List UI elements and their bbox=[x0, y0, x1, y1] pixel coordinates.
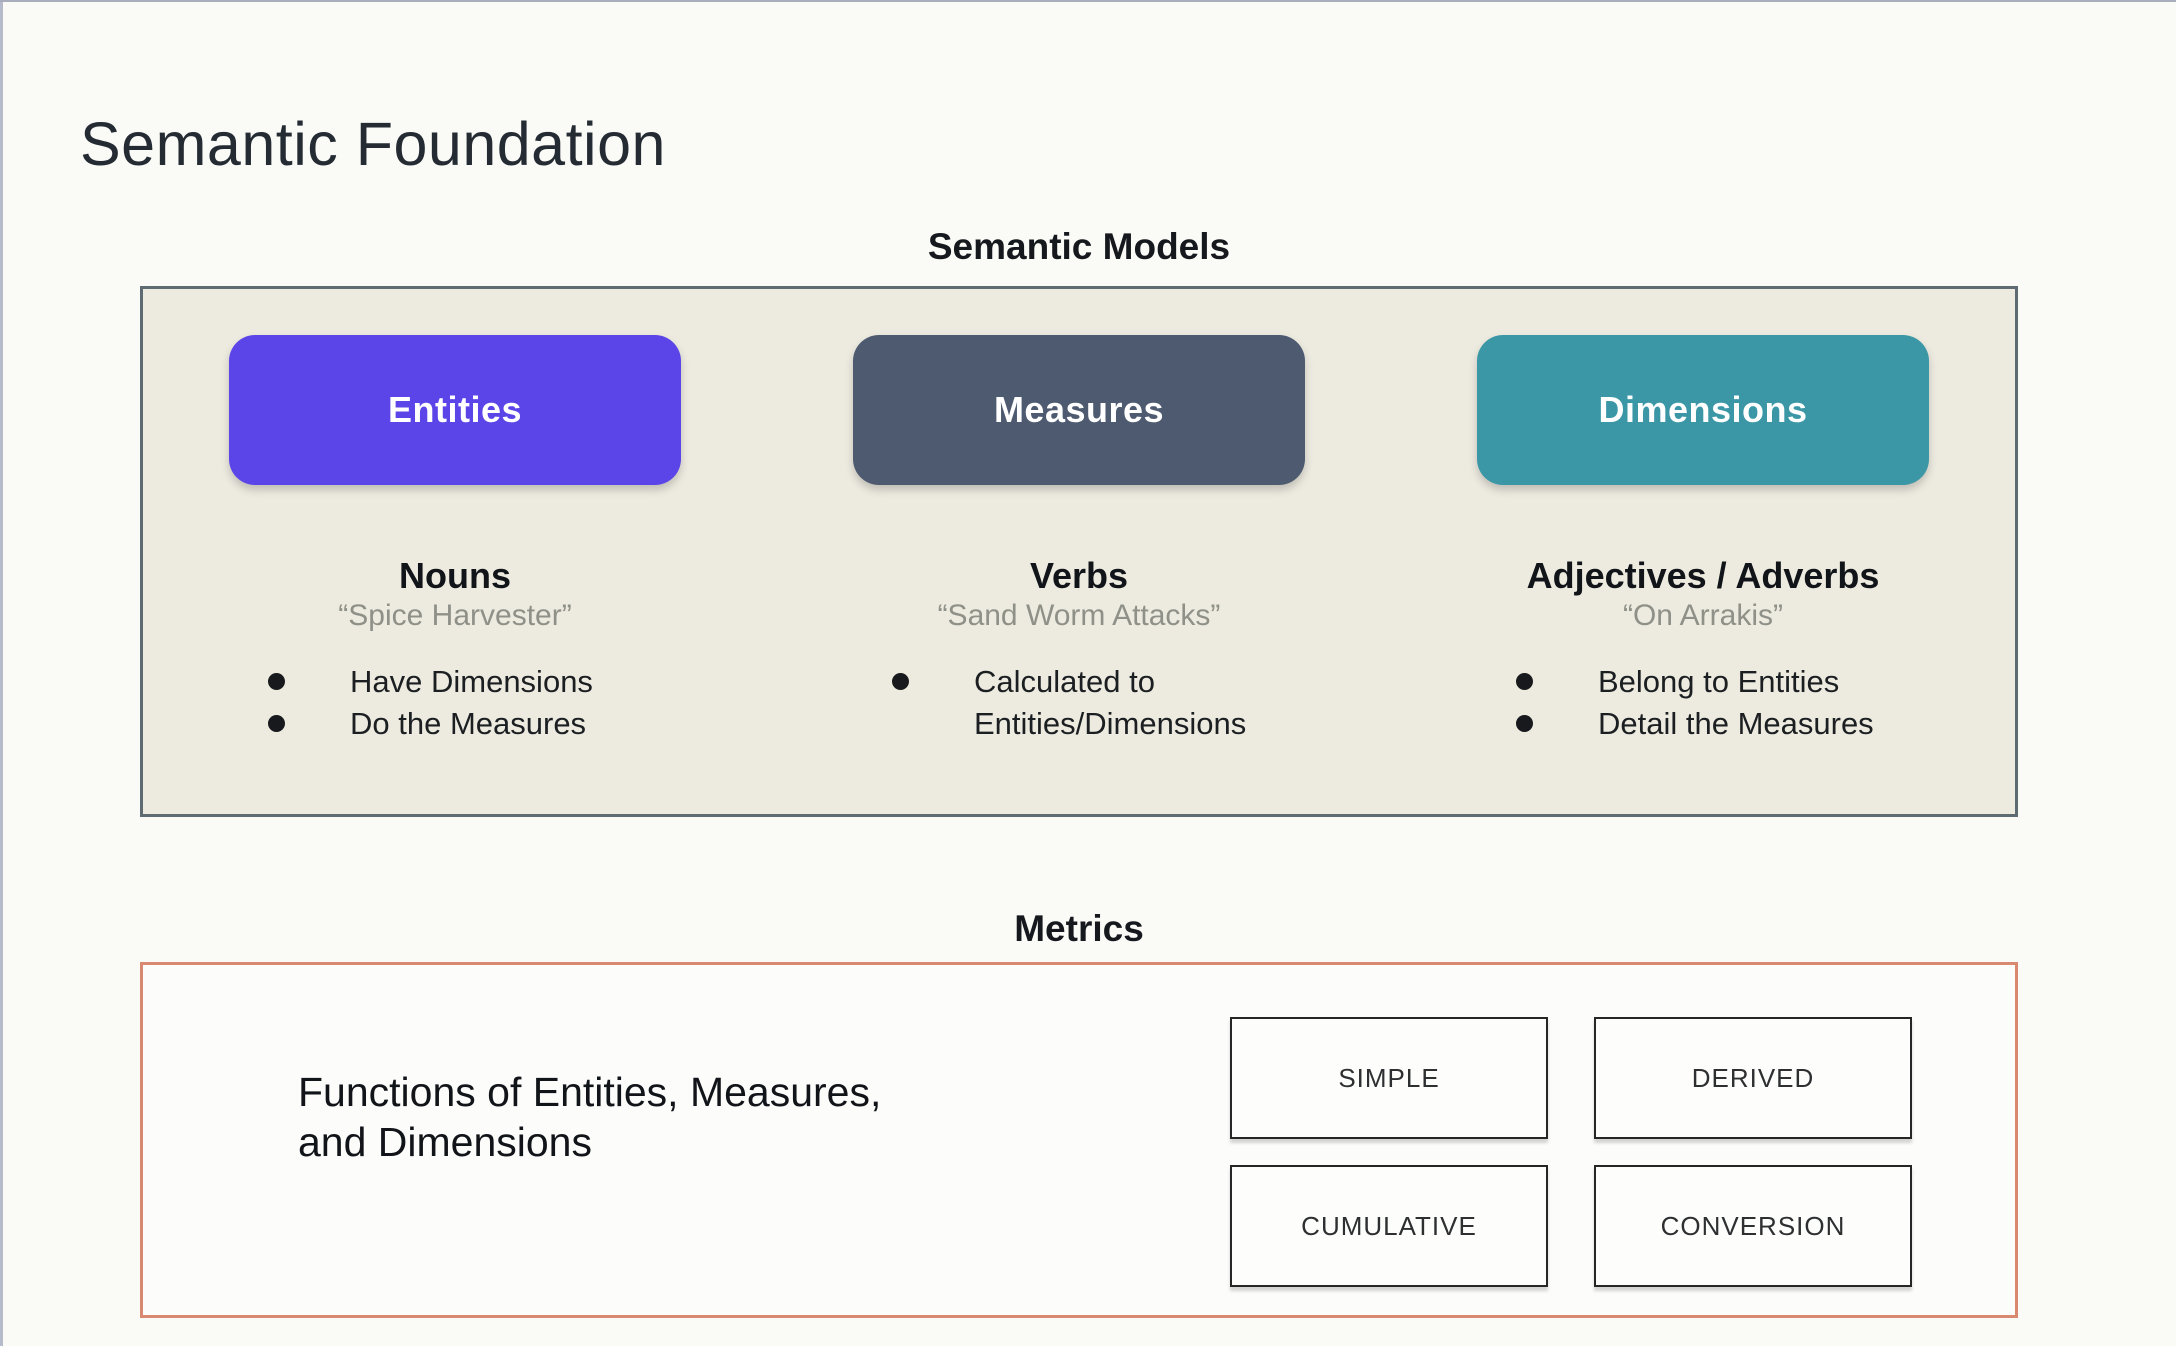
bullet-icon bbox=[892, 673, 909, 690]
dimensions-role-heading: Adjectives / Adverbs bbox=[1526, 555, 1880, 596]
metric-type-cumulative: CUMULATIVE bbox=[1230, 1165, 1548, 1287]
metrics-heading: Metrics bbox=[1014, 908, 1144, 949]
metric-type-simple: SIMPLE bbox=[1230, 1017, 1548, 1139]
semantic-models-heading: Semantic Models bbox=[927, 226, 1231, 267]
metric-types-grid: SIMPLE DERIVED CUMULATIVE CONVERSION bbox=[1230, 1017, 1912, 1287]
entities-pill: Entities bbox=[229, 335, 681, 485]
semantic-models-panel: Entities Nouns “Spice Harvester” Have Di… bbox=[140, 286, 2018, 817]
bullet-text: Detail the Measures bbox=[1598, 706, 1874, 741]
dimensions-bullet-list: Belong to Entities Detail the Measures bbox=[1488, 661, 1918, 745]
bullet-text: Belong to Entities bbox=[1598, 664, 1840, 699]
list-item: Do the Measures bbox=[240, 703, 670, 745]
list-item: Detail the Measures bbox=[1488, 703, 1918, 745]
list-item: Calculated to Entities/Dimensions bbox=[864, 661, 1294, 745]
metrics-panel: Functions of Entities, Measures, and Dim… bbox=[140, 962, 2018, 1318]
bullet-icon bbox=[1516, 715, 1533, 732]
metric-type-derived: DERIVED bbox=[1594, 1017, 1912, 1139]
measures-pill: Measures bbox=[853, 335, 1305, 485]
window-edge-left bbox=[0, 0, 3, 1346]
metrics-description-line1: Functions of Entities, Measures, bbox=[298, 1069, 882, 1115]
list-item: Belong to Entities bbox=[1488, 661, 1918, 703]
metrics-description: Functions of Entities, Measures, and Dim… bbox=[298, 1067, 881, 1167]
measures-bullet-list: Calculated to Entities/Dimensions bbox=[864, 661, 1294, 745]
dimensions-pill: Dimensions bbox=[1477, 335, 1929, 485]
list-item: Have Dimensions bbox=[240, 661, 670, 703]
bullet-icon bbox=[1516, 673, 1533, 690]
metric-type-conversion: CONVERSION bbox=[1594, 1165, 1912, 1287]
bullet-text: Do the Measures bbox=[350, 706, 587, 741]
measures-role-heading: Verbs bbox=[1029, 555, 1129, 596]
column-measures: Measures Verbs “Sand Worm Attacks” Calcu… bbox=[767, 289, 1391, 814]
entities-example-quote: “Spice Harvester” bbox=[338, 599, 572, 632]
column-dimensions: Dimensions Adjectives / Adverbs “On Arra… bbox=[1391, 289, 2015, 814]
dimensions-example-quote: “On Arrakis” bbox=[1622, 599, 1784, 632]
bullet-icon bbox=[268, 673, 285, 690]
bullet-icon bbox=[268, 715, 285, 732]
slide-title: Semantic Foundation bbox=[80, 109, 666, 178]
entities-role-heading: Nouns bbox=[399, 555, 511, 596]
bullet-text: Calculated to Entities/Dimensions bbox=[974, 664, 1247, 741]
entities-bullet-list: Have Dimensions Do the Measures bbox=[240, 661, 670, 745]
window-edge-top bbox=[0, 0, 2176, 2]
column-entities: Entities Nouns “Spice Harvester” Have Di… bbox=[143, 289, 767, 814]
metrics-description-line2: and Dimensions bbox=[298, 1119, 592, 1165]
bullet-text: Have Dimensions bbox=[350, 664, 593, 699]
measures-example-quote: “Sand Worm Attacks” bbox=[937, 599, 1221, 632]
